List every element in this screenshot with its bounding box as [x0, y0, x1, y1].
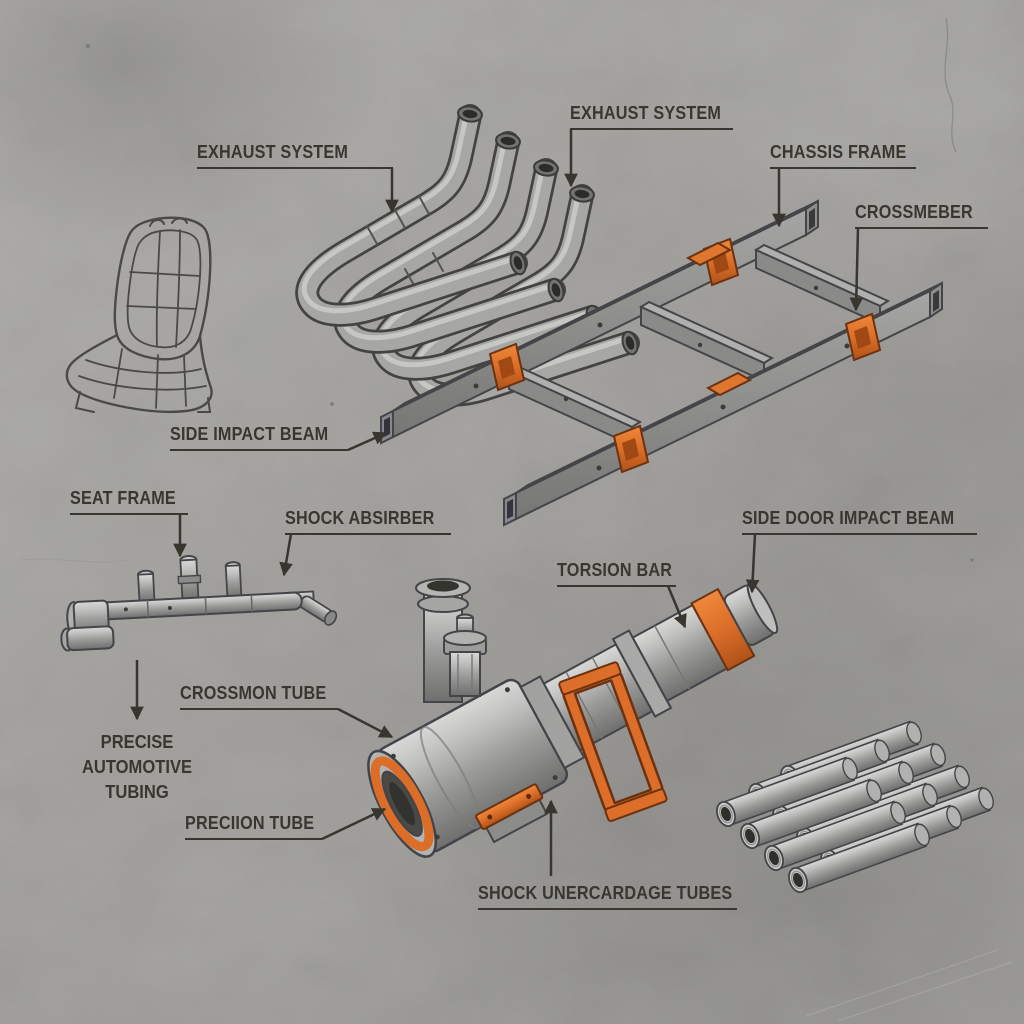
- label-text: SIDE IMPACT BEAM: [170, 424, 329, 444]
- label-crossmember: CROSSMEBER: [855, 201, 988, 229]
- label-precise-automotive-tubing: PRECISE AUTOMOTIVE TUBING: [67, 730, 207, 805]
- label-torsion-bar: TORSION BAR: [557, 559, 676, 587]
- label-exhaust-system-left: EXHAUST SYSTEM: [197, 141, 393, 169]
- label-text-line1: PRECISE: [100, 732, 174, 752]
- label-text: SHOCK UNERCARDAGE TUBES: [478, 883, 733, 903]
- label-text: CHASSIS FRAME: [770, 142, 907, 162]
- label-shock-undercarriage-tubes: SHOCK UNERCARDAGE TUBES: [478, 882, 737, 910]
- label-text: CROSSMON TUBE: [180, 683, 327, 703]
- label-text: EXHAUST SYSTEM: [570, 103, 722, 123]
- label-text: SHOCK ABSIRBER: [285, 508, 435, 528]
- label-shock-absorber: SHOCK ABSIRBER: [285, 507, 451, 535]
- label-side-door-impact-beam: SIDE DOOR IMPACT BEAM: [742, 507, 977, 535]
- label-text: SIDE DOOR IMPACT BEAM: [742, 508, 955, 528]
- label-side-impact-beam: SIDE IMPACT BEAM: [170, 423, 348, 451]
- label-text: TORSION BAR: [557, 560, 673, 580]
- label-chassis-frame: CHASSIS FRAME: [770, 141, 916, 169]
- label-precision-tube: PRECIION TUBE: [185, 812, 322, 840]
- label-text-line2: AUTOMOTIVE: [81, 757, 193, 777]
- label-text: CROSSMEBER: [855, 202, 973, 222]
- label-seat-frame: SEAT FRAME: [70, 487, 188, 515]
- label-crossmon-tube: CROSSMON TUBE: [180, 682, 338, 710]
- label-text: PRECIION TUBE: [185, 813, 315, 833]
- label-text: EXHAUST SYSTEM: [197, 142, 349, 162]
- label-exhaust-system-top: EXHAUST SYSTEM: [570, 102, 733, 130]
- label-text-line3: TUBING: [105, 782, 169, 802]
- label-text: SEAT FRAME: [70, 488, 176, 508]
